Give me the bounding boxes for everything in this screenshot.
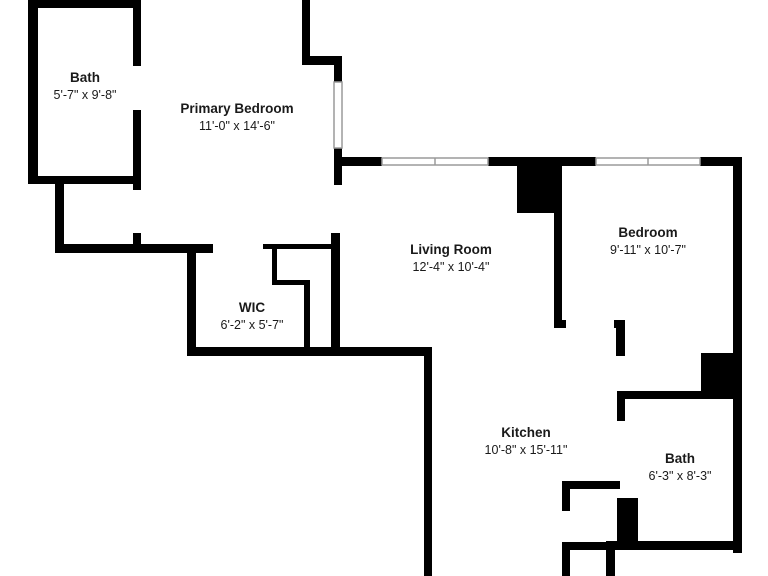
room-bath-2: Bath 6'-3" x 8'-3" — [649, 451, 712, 483]
room-wic: WIC 6'-2" x 5'-7" — [221, 300, 284, 332]
room-dimensions: 6'-3" x 8'-3" — [649, 469, 712, 483]
room-name: Bath — [70, 70, 100, 85]
wall — [302, 56, 342, 65]
room-dimensions: 9'-11" x 10'-7" — [610, 243, 686, 257]
wall — [617, 391, 742, 399]
windows — [333, 81, 701, 166]
wall — [562, 542, 570, 576]
wall — [606, 541, 615, 576]
walls — [28, 0, 742, 576]
wall — [610, 541, 742, 550]
wall — [617, 498, 638, 546]
wall — [331, 233, 340, 351]
wall — [133, 0, 141, 66]
window — [333, 81, 343, 149]
wall — [334, 56, 342, 82]
room-name: WIC — [239, 300, 265, 315]
wall — [55, 244, 213, 253]
room-kitchen: Kitchen 10'-8" x 15'-11" — [485, 425, 568, 457]
room-name: Primary Bedroom — [180, 101, 293, 116]
room-name: Kitchen — [501, 425, 551, 440]
wall — [55, 183, 64, 253]
wall — [562, 481, 570, 511]
room-living-room: Living Room 12'-4" x 10'-4" — [410, 242, 492, 274]
room-labels: Bath 5'-7" x 9'-8" Primary Bedroom 11'-0… — [54, 70, 712, 483]
wall — [562, 481, 620, 489]
room-primary-bedroom: Primary Bedroom 11'-0" x 14'-6" — [180, 101, 293, 133]
room-dimensions: 6'-2" x 5'-7" — [221, 318, 284, 332]
wall — [187, 244, 196, 356]
wall — [28, 0, 140, 8]
wall — [272, 280, 310, 285]
wall — [28, 0, 38, 183]
wall — [272, 244, 277, 284]
room-dimensions: 12'-4" x 10'-4" — [413, 260, 490, 274]
wall — [554, 157, 562, 328]
wall — [334, 157, 382, 166]
room-name: Living Room — [410, 242, 492, 257]
wall — [617, 391, 625, 421]
wall — [263, 244, 333, 249]
wall — [133, 110, 141, 190]
wall — [562, 542, 612, 550]
wall — [554, 320, 566, 328]
room-name: Bedroom — [618, 225, 677, 240]
room-dimensions: 10'-8" x 15'-11" — [485, 443, 568, 457]
wall — [424, 347, 432, 576]
room-bedroom: Bedroom 9'-11" x 10'-7" — [610, 225, 686, 257]
wall — [701, 353, 742, 397]
wall — [334, 148, 342, 185]
room-dimensions: 5'-7" x 9'-8" — [54, 88, 117, 102]
wall — [28, 176, 140, 184]
room-dimensions: 11'-0" x 14'-6" — [199, 119, 275, 133]
column — [517, 157, 557, 213]
room-bath-1: Bath 5'-7" x 9'-8" — [54, 70, 117, 102]
wall — [133, 233, 141, 253]
room-name: Bath — [665, 451, 695, 466]
wall — [700, 157, 742, 166]
wall — [187, 347, 432, 356]
wall — [302, 0, 310, 64]
wall — [616, 320, 625, 356]
wall — [304, 280, 310, 350]
